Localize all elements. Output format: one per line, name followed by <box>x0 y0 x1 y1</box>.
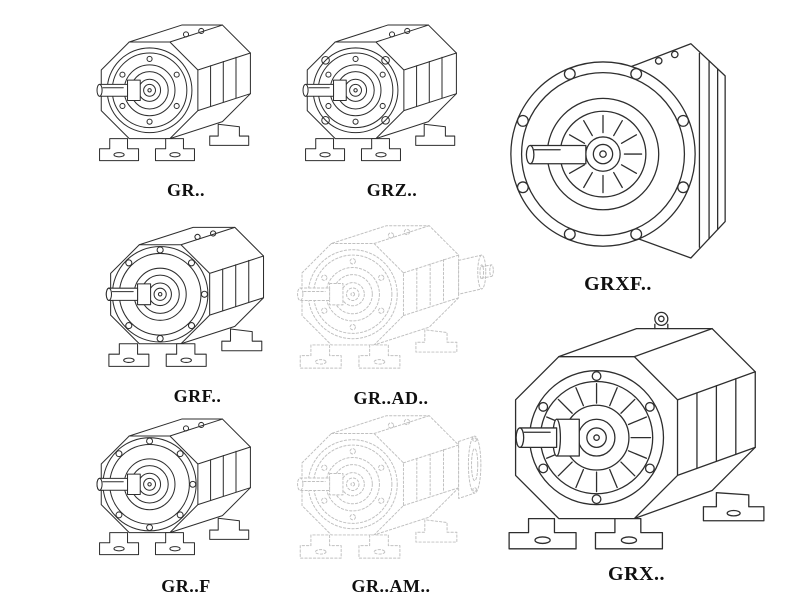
gearbox-drawing-foot-mounted-flange-bolts <box>302 24 457 162</box>
gearbox-drawing-large-flange <box>510 43 726 259</box>
gearbox-label-grx: GRX.. <box>608 563 665 585</box>
figure-gr: GR.. <box>86 6 286 202</box>
figure-gr-f: GR..F <box>86 398 286 598</box>
gearbox-drawing-motor-adapter-ghost <box>297 415 482 559</box>
gearbox-drawing-foot-mounted <box>96 24 251 162</box>
gearbox-label-gr-am: GR..AM.. <box>351 576 431 596</box>
gearbox-drawing-large-foot-mounted <box>508 311 765 550</box>
gearbox-label-grf: GRF.. <box>173 386 222 406</box>
figure-grf: GRF.. <box>95 208 300 408</box>
gearbox-label-gr-f: GR..F <box>161 576 211 596</box>
gearbox-label-grz: GRZ.. <box>366 180 418 200</box>
gearbox-label-gr: GR.. <box>167 180 205 200</box>
gearbox-drawing-input-adapter-ghost <box>297 225 494 369</box>
figure-grz: GRZ.. <box>292 6 492 202</box>
figure-grx: GRX.. <box>494 296 779 586</box>
gearbox-drawing-foot-and-flange <box>96 418 251 556</box>
gearbox-label-gr-ad: GR..AD.. <box>353 388 429 408</box>
gearbox-drawing-flange-mounted <box>105 226 265 367</box>
gearbox-label-grxf: GRXF.. <box>584 273 652 295</box>
figure-grxf: GRXF.. <box>498 4 738 296</box>
figure-gr-am: GR..AM.. <box>286 398 496 598</box>
figure-gr-ad: GR..AD.. <box>286 206 496 410</box>
